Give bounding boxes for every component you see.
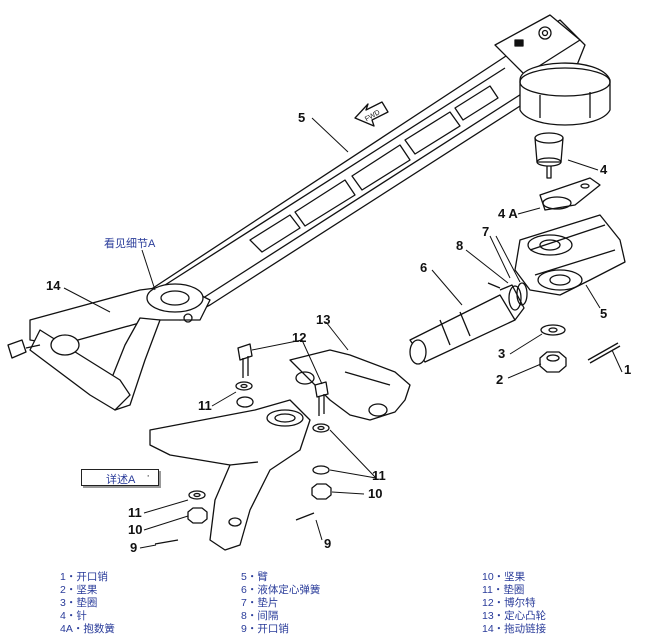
legend-item: 3・垫圈: [60, 597, 98, 609]
legend-column-2: 5・臂 6・液体定心弹簧 7・垫片 8・间隔 9・开口销: [241, 571, 320, 636]
detail-a-label: 详述A: [106, 474, 136, 486]
callout-1: 1: [624, 362, 631, 377]
callout-13: 13: [316, 312, 330, 327]
forward-arrow-icon: [354, 101, 389, 127]
legend-item: 8・间隔: [241, 610, 279, 622]
legend-item: 14・拖动链接: [482, 623, 547, 635]
washers-and-nuts: [154, 381, 332, 545]
callout-3: 3: [498, 346, 505, 361]
nut-2: [539, 351, 567, 373]
detail-a-bracket: [149, 396, 311, 551]
callout-11-left: 11: [198, 398, 212, 413]
leader-lines: [63, 117, 623, 549]
main-arm: [149, 14, 611, 321]
legend-item: 6・液体定心弹簧: [241, 584, 321, 596]
callout-5-lower: 5: [600, 306, 607, 321]
callout-9-left: 9: [130, 540, 137, 555]
callout-10-left: 10: [128, 522, 142, 537]
retaining-plate: [539, 177, 601, 211]
callout-8: 8: [456, 238, 463, 253]
callout-labels: 5 4 4 A 8 7 6 5 14 13 12 3 2 1 11 11 11 …: [46, 110, 631, 555]
detail-a-dot: ·: [146, 470, 150, 482]
callout-7: 7: [482, 224, 489, 239]
callout-2: 2: [496, 372, 503, 387]
callout-5-upper: 5: [298, 110, 305, 125]
legend-column-1: 1・开口销 2・坚果 3・垫圈 4・针 4A・抱数簧: [60, 571, 115, 636]
callout-4: 4: [600, 162, 608, 177]
drag-link: [7, 283, 211, 411]
detail-a-label-box: 详述A ·: [81, 469, 159, 486]
legend-item: 2・坚果: [60, 584, 98, 596]
legend-item: 7・垫片: [241, 597, 279, 609]
callout-10-right: 10: [368, 486, 382, 501]
cotter-pin-1: [587, 342, 621, 364]
callout-4a: 4 A: [498, 206, 518, 221]
bolt-12: [237, 343, 329, 416]
centering-cam: [289, 349, 411, 421]
centering-spring: [409, 282, 528, 365]
callout-11-right: 11: [372, 468, 386, 483]
legend-item: 9・开口销: [241, 623, 289, 635]
callout-6: 6: [420, 260, 427, 275]
washer-3: [540, 324, 566, 336]
legend-item: 5・臂: [241, 571, 268, 583]
callout-14: 14: [46, 278, 61, 293]
callout-9-right: 9: [324, 536, 331, 551]
pin: [534, 132, 564, 179]
callout-11-bottom: 11: [128, 505, 142, 520]
legend-column-3: 10・坚果 11・垫圈 12・博尔特 13・定心凸轮 14・拖动链接: [482, 571, 546, 636]
see-detail-note: 看见细节A: [104, 236, 156, 250]
lower-clevis: [514, 214, 626, 296]
legend-item: 4・针: [60, 610, 87, 622]
legend-item: 12・博尔特: [482, 597, 536, 609]
legend-item: 4A・抱数簧: [60, 623, 115, 635]
legend-item: 11・垫圈: [482, 584, 525, 596]
legend-item: 10・坚果: [482, 571, 526, 583]
legend-item: 1・开口销: [60, 571, 108, 583]
legend-item: 13・定心凸轮: [482, 610, 547, 622]
callout-12: 12: [292, 330, 306, 345]
